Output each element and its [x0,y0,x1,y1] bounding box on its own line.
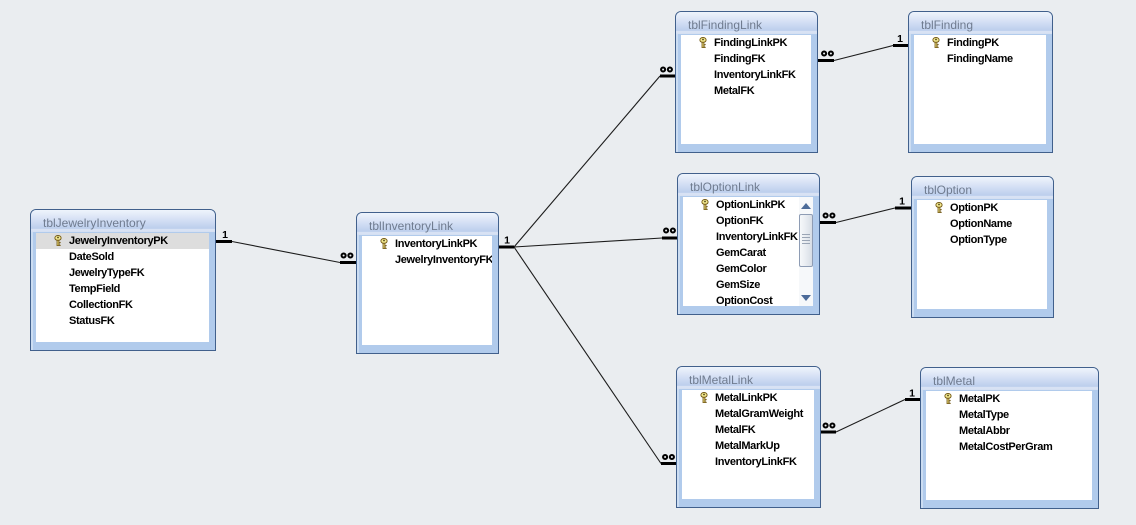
svg-text:1: 1 [899,196,905,208]
svg-text:1: 1 [909,388,915,400]
svg-text:1: 1 [504,235,510,247]
svg-text:1: 1 [222,229,228,241]
svg-text:1: 1 [897,33,903,45]
